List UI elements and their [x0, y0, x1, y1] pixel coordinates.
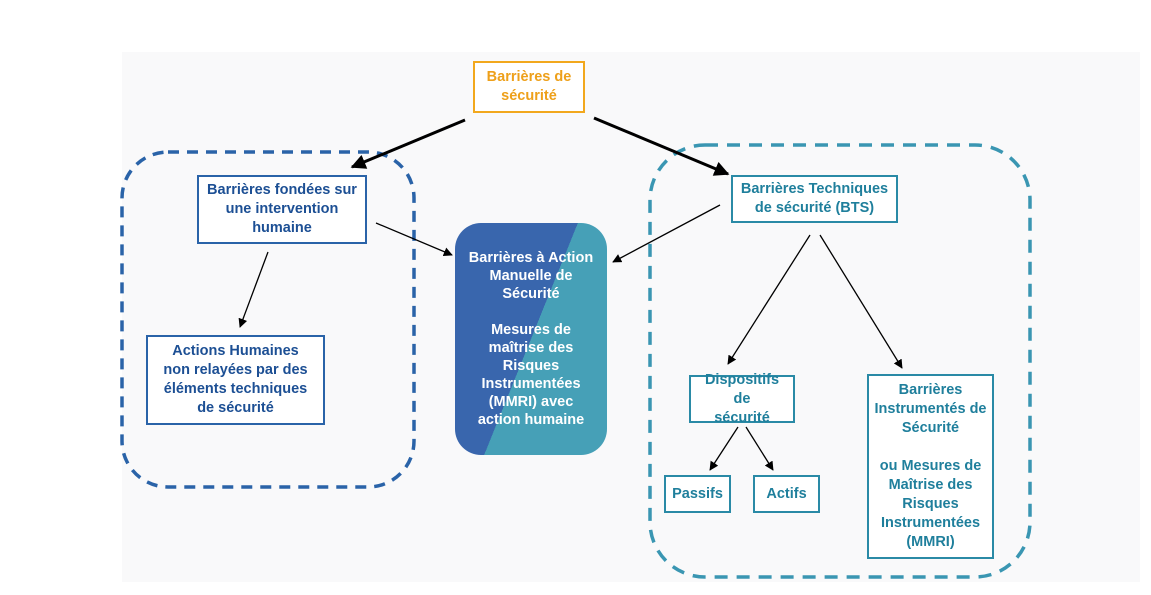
instrumented-line-3: Sécurité: [901, 420, 960, 436]
arrow-human-to-actions: [238, 251, 269, 328]
human-barriers-line-2: une intervention: [225, 201, 339, 217]
human-actions-line-2: non relayées par des: [163, 362, 308, 378]
mmri-human-line-3: Risques: [502, 358, 560, 374]
safety-devices-line-2: sécurité: [714, 409, 770, 426]
root-line-2: sécurité: [501, 88, 557, 104]
technical-barriers-line-2: de sécurité (BTS): [754, 200, 875, 216]
manual-action-box: Barrières à Action Manuelle de Sécurité …: [455, 223, 607, 455]
passive-label: Passifs: [672, 485, 723, 502]
arrow-root-to-technical: [593, 116, 730, 176]
arrow-technical-to-devices: [727, 234, 811, 365]
human-actions-box: Actions Humaines non relayées par des él…: [146, 335, 325, 425]
human-actions-line-4: de sécurité: [197, 400, 274, 416]
mmri-human-line-6: action humaine: [477, 412, 585, 428]
human-group-outline: [120, 150, 416, 489]
active-label: Actifs: [766, 485, 807, 502]
human-actions-line-1: Actions Humaines: [172, 343, 299, 359]
root-box: Barrières de sécurité: [473, 61, 585, 113]
mmri-human-line-5: (MMRI) avec: [488, 394, 574, 410]
arrow-technical-to-instrumented: [819, 234, 903, 369]
safety-devices-line-1: Dispositifs de: [704, 371, 780, 407]
technical-group-outline: [648, 143, 1032, 579]
manual-action-line-3: Sécurité: [502, 286, 560, 302]
root-line-1: Barrières de: [486, 69, 572, 85]
passive-box: Passifs: [664, 475, 731, 513]
manual-action-line-1: Barrières à Action: [468, 250, 594, 266]
human-barriers-box: Barrières fondées sur une intervention h…: [197, 175, 367, 244]
human-actions-line-3: éléments techniques: [163, 381, 308, 397]
arrow-devices-to-passive: [709, 426, 739, 471]
arrow-root-to-human: [350, 118, 466, 169]
mmri-line-3: Risques: [902, 496, 959, 512]
instrumented-line-2: Instrumentés de: [874, 401, 987, 417]
instrumented-line-1: Barrières: [898, 382, 963, 398]
human-barriers-line-1: Barrières fondées sur: [207, 182, 357, 198]
mmri-human-line-1: Mesures de: [491, 322, 571, 338]
arrow-technical-to-manual: [612, 204, 721, 263]
active-box: Actifs: [753, 475, 820, 513]
technical-barriers-box: Barrières Techniques de sécurité (BTS): [731, 175, 898, 223]
manual-action-line-2: Manuelle de: [489, 268, 573, 284]
mmri-line-1: ou Mesures de: [879, 458, 982, 474]
arrow-devices-to-active: [745, 426, 774, 471]
mmri-human-line-2: maîtrise des: [488, 340, 574, 356]
human-barriers-line-3: humaine: [252, 220, 312, 236]
mmri-human-line-4: Instrumentées: [481, 376, 581, 392]
mmri-line-5: (MMRI): [906, 534, 955, 550]
arrow-human-to-manual: [375, 222, 453, 257]
mmri-line-4: Instrumentées: [880, 515, 981, 531]
mmri-line-2: Maîtrise des: [888, 477, 973, 493]
technical-barriers-line-1: Barrières Techniques: [740, 181, 889, 197]
instrumented-barriers-box: Barrières Instrumentés de Sécurité ou Me…: [867, 374, 994, 559]
safety-devices-box: Dispositifs de sécurité: [689, 372, 795, 426]
